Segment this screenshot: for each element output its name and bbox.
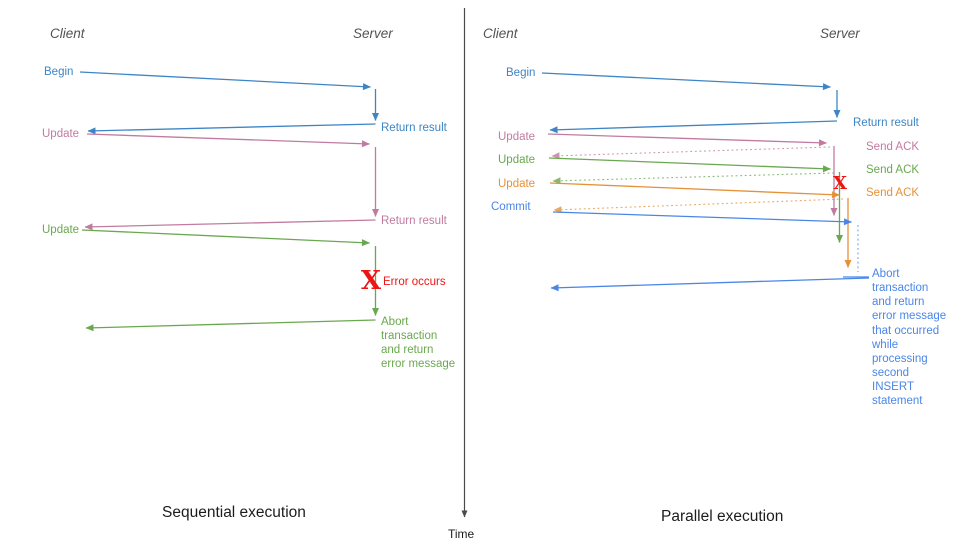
right-panel-title: Parallel execution: [661, 508, 783, 525]
left-error-x-icon: X: [361, 266, 382, 296]
right-server-header: Server: [820, 26, 860, 41]
left-panel-title: Sequential execution: [162, 504, 306, 521]
right-send-ack2-label: Send ACK: [866, 164, 919, 176]
right-update3-request-arrow: [549, 182, 840, 199]
right-update2-request-arrow: [548, 157, 831, 173]
left-abort-line-1: Abort: [381, 316, 409, 328]
right-abort-line-6: while: [871, 339, 898, 351]
left-return-result-2-arrow: [84, 219, 376, 231]
right-client-header: Client: [483, 26, 519, 41]
right-return-result-arrow: [549, 120, 838, 134]
right-ack1-dotted-arrow: [551, 146, 831, 160]
right-abort-annotation: Abort transaction and return error messa…: [871, 268, 946, 407]
left-abort-line-2: transaction: [381, 330, 437, 342]
right-ack3-dotted-arrow: [553, 198, 844, 214]
left-update1-request-arrow: [86, 133, 370, 148]
right-abort-line-8: second: [872, 367, 909, 379]
left-abort-line-3: and return: [381, 344, 433, 356]
right-return-result-label: Return result: [853, 117, 920, 129]
right-begin-request-arrow: [541, 72, 831, 91]
right-abort-line-2: transaction: [872, 282, 928, 294]
sequential-panel: Client Server Begin Return result Update…: [42, 26, 455, 521]
left-error-occurs-label: Error occurs: [383, 276, 446, 288]
left-return-result-1-arrow: [87, 123, 376, 135]
left-return-result-2-label: Return result: [381, 215, 448, 227]
right-abort-return-arrow: [550, 277, 870, 292]
right-abort-line-4: error message: [872, 310, 946, 322]
right-update1-label: Update: [498, 131, 535, 143]
left-server-header: Server: [353, 26, 393, 41]
left-client-header: Client: [50, 26, 86, 41]
left-abort-line-4: error message: [381, 358, 455, 370]
left-update1-label: Update: [42, 128, 79, 140]
right-error-x-icon: X: [833, 173, 847, 194]
right-abort-line-3: and return: [872, 296, 924, 308]
right-abort-line-7: processing: [872, 353, 928, 365]
right-ack2-dotted-arrow: [552, 172, 835, 185]
left-begin-request-arrow: [79, 71, 371, 91]
right-update2-label: Update: [498, 154, 535, 166]
parallel-panel: Client Server Begin Return result Update…: [483, 26, 946, 525]
right-send-ack1-label: Send ACK: [866, 141, 919, 153]
left-return-result-1-label: Return result: [381, 122, 448, 134]
right-abort-line-1: Abort: [872, 268, 900, 280]
time-axis-label: Time: [448, 527, 475, 540]
left-update2-label: Update: [42, 224, 79, 236]
left-update2-request-arrow: [81, 229, 370, 247]
right-abort-line-9: INSERT: [872, 381, 914, 393]
time-axis: Time: [448, 8, 475, 540]
right-update1-request-arrow: [547, 133, 827, 147]
left-abort-return-arrow: [85, 319, 376, 332]
right-begin-label: Begin: [506, 67, 535, 79]
right-send-ack3-label: Send ACK: [866, 187, 919, 199]
left-abort-annotation: Abort transaction and return error messa…: [381, 316, 455, 370]
right-commit-label: Commit: [491, 201, 531, 213]
right-commit-request-arrow: [552, 211, 852, 226]
right-update3-label: Update: [498, 178, 535, 190]
left-begin-label: Begin: [44, 66, 73, 78]
right-abort-line-5: that occurred: [872, 325, 939, 337]
right-abort-line-10: statement: [872, 395, 923, 407]
